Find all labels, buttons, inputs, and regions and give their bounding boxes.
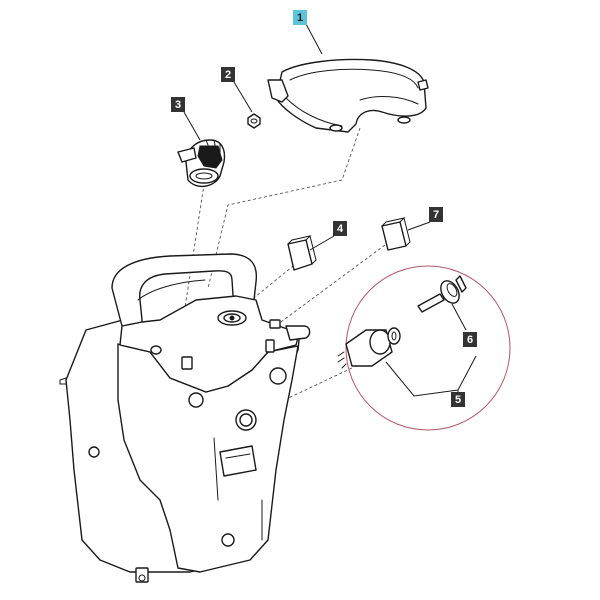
callout-5: 5 — [451, 392, 465, 407]
dashboard-housing[interactable] — [59, 253, 311, 583]
callout-7: 7 — [429, 207, 443, 222]
callout-5-box — [451, 392, 465, 407]
connector-switch[interactable] — [177, 139, 226, 187]
callout-1: 1 — [293, 10, 307, 25]
leader-2 — [233, 81, 253, 113]
callout-6-box — [463, 332, 477, 347]
callout-2-box — [221, 67, 235, 82]
ignition-switch-body[interactable] — [337, 327, 401, 369]
callout-4-box — [333, 221, 347, 236]
leader-5-6 — [385, 355, 477, 397]
leader-4 — [309, 235, 335, 251]
callout-4-label: 4 — [337, 223, 344, 235]
ignition-key[interactable] — [417, 275, 467, 331]
clip-part-4[interactable] — [287, 235, 317, 271]
hex-nut[interactable] — [247, 113, 261, 129]
callout-2-label: 2 — [225, 69, 231, 81]
callout-6-label: 6 — [467, 334, 473, 346]
callout-5-label: 5 — [455, 394, 461, 406]
callout-4: 4 — [333, 221, 347, 236]
callout-3-label: 3 — [175, 99, 181, 111]
callout-2: 2 — [221, 67, 235, 82]
clip-part-7[interactable] — [381, 217, 411, 251]
leader-1 — [305, 23, 323, 55]
callout-1-label: 1 — [297, 12, 303, 24]
instrument-cluster-cover[interactable] — [267, 58, 429, 133]
leader-3 — [183, 111, 201, 141]
callout-1-box — [293, 10, 307, 25]
leader-7 — [407, 221, 431, 231]
callout-7-label: 7 — [433, 209, 439, 221]
callout-3: 3 — [171, 97, 185, 112]
callout-3-box — [171, 97, 185, 112]
callout-6: 6 — [463, 332, 477, 347]
callout-7-box — [429, 207, 443, 222]
detail-view-circle — [345, 265, 511, 431]
